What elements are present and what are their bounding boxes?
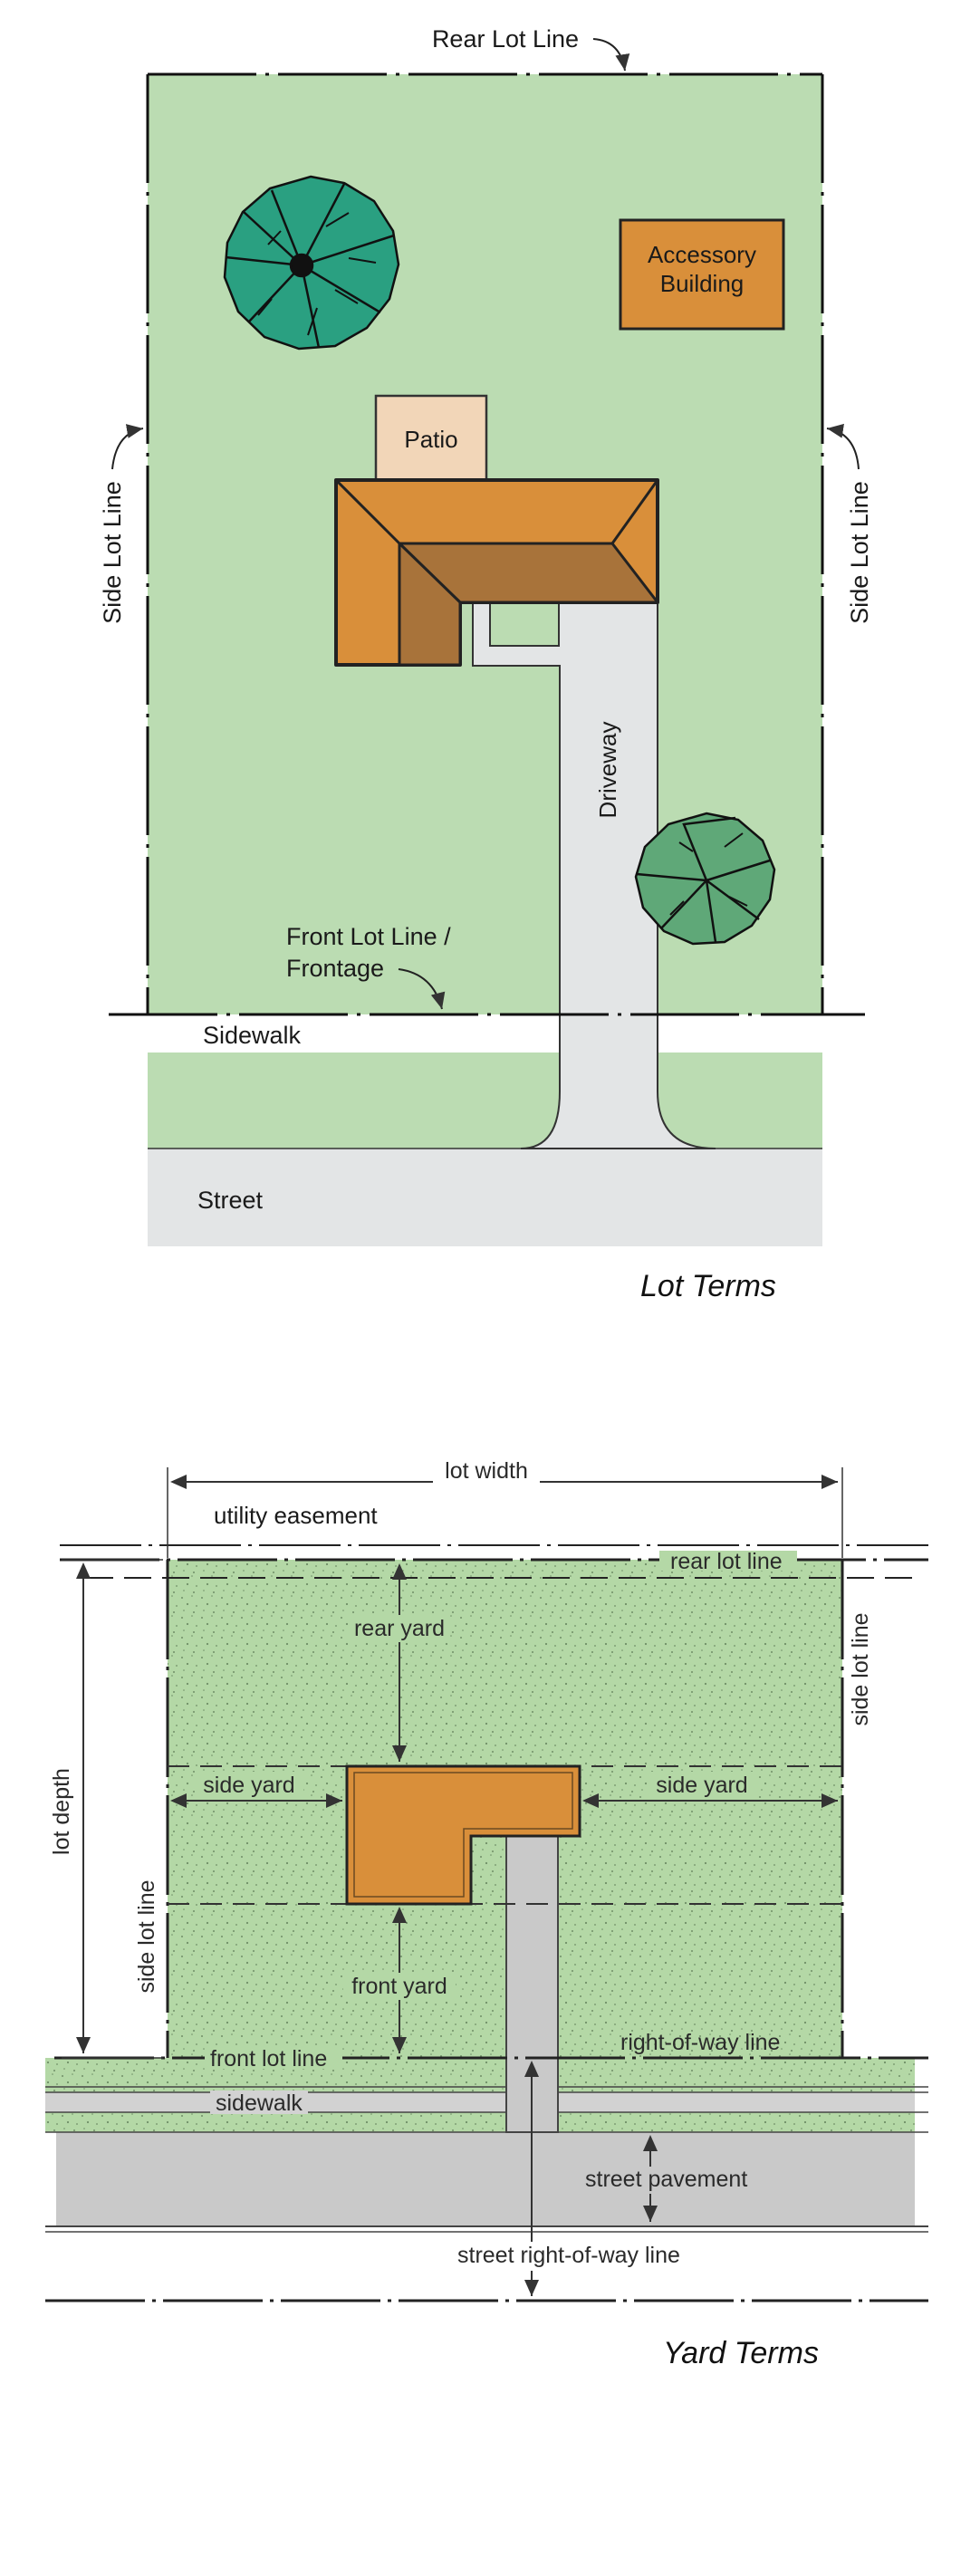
front-yard-label: front yard bbox=[351, 1974, 447, 1999]
street-label: Street bbox=[197, 1187, 264, 1214]
side-yard-left-label: side yard bbox=[203, 1773, 294, 1798]
sidewalk-strip bbox=[148, 1014, 822, 1053]
tree-icon bbox=[634, 812, 776, 946]
accessory-building-label-2: Building bbox=[660, 270, 745, 297]
right-of-way-line-label: right-of-way line bbox=[620, 2030, 780, 2055]
rear-lot-line-label: Rear Lot Line bbox=[432, 25, 579, 53]
side-lot-line-right-label: Side Lot Line bbox=[846, 481, 873, 624]
front-lot-line-label-1: Front Lot Line / bbox=[286, 923, 451, 950]
side-lot-line-right-label: side lot line bbox=[848, 1612, 873, 1725]
patio-label: Patio bbox=[404, 426, 457, 453]
lot-depth-label: lot depth bbox=[49, 1768, 74, 1855]
lot-terms-caption: Lot Terms bbox=[640, 1269, 776, 1303]
yard-terms-diagram: lot width utility easement rear lot line… bbox=[45, 1458, 928, 2370]
street-right-of-way-label: street right-of-way line bbox=[457, 2243, 680, 2268]
parkway-lawn bbox=[148, 1053, 822, 1152]
yard-terms-caption: Yard Terms bbox=[663, 2336, 819, 2370]
side-lot-line-left-label: Side Lot Line bbox=[99, 481, 126, 624]
side-lot-line-left-arrow bbox=[111, 424, 144, 470]
lot-terms-diagram: Accessory Building Patio bbox=[99, 25, 873, 1303]
street bbox=[148, 1149, 822, 1246]
driveway bbox=[472, 601, 716, 1149]
yard-street-pavement bbox=[56, 2132, 915, 2226]
front-lot-line-label: front lot line bbox=[210, 2046, 327, 2071]
rear-lot-line-arrow bbox=[592, 38, 630, 72]
side-lot-line-right-arrow bbox=[826, 423, 860, 470]
sidewalk-label: Sidewalk bbox=[203, 1022, 302, 1049]
front-lot-line-arrow bbox=[398, 968, 446, 1010]
front-lot-line-label-2: Frontage bbox=[286, 955, 384, 982]
side-lot-line-left-label: side lot line bbox=[134, 1879, 159, 1993]
rear-yard-label: rear yard bbox=[354, 1616, 445, 1641]
accessory-building-label-1: Accessory bbox=[648, 241, 756, 268]
garage-notch bbox=[489, 601, 560, 647]
lot-width-label: lot width bbox=[445, 1458, 528, 1484]
street-pavement-label: street pavement bbox=[585, 2167, 747, 2192]
tree-icon bbox=[223, 175, 400, 351]
yard-sidewalk bbox=[45, 2092, 915, 2112]
accessory-building bbox=[619, 218, 785, 331]
driveway-label: Driveway bbox=[594, 722, 621, 819]
house bbox=[334, 478, 659, 667]
utility-easement-label: utility easement bbox=[214, 1502, 378, 1529]
sidewalk-label: sidewalk bbox=[216, 2091, 303, 2116]
rear-lot-line-label: rear lot line bbox=[670, 1549, 783, 1574]
side-yard-right-label: side yard bbox=[656, 1773, 747, 1798]
lot-boundary bbox=[146, 72, 824, 1014]
